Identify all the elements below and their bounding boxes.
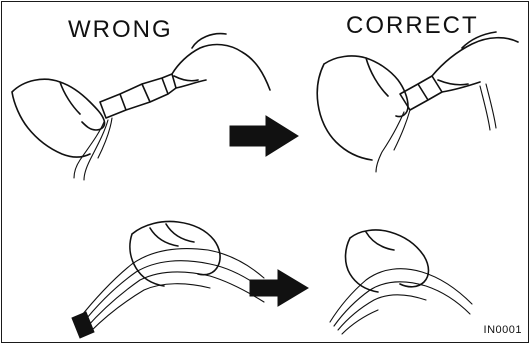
wrong-harness-scene: [72, 222, 264, 339]
connector-wrong: [100, 74, 176, 118]
right-hand-correct: [432, 32, 518, 92]
arrow-icon: [230, 116, 298, 156]
connector-correct: [400, 76, 442, 110]
correct-harness-scene: [330, 230, 472, 334]
figure-id: IN0001: [484, 324, 522, 336]
harness-end-wrong: [72, 312, 94, 338]
left-hand-correct: [317, 56, 408, 160]
wire-bundle-wrong: [78, 249, 264, 332]
wires-correct: [376, 84, 496, 172]
wire-bundle-correct: [330, 269, 472, 334]
illustration-art: [2, 2, 529, 343]
wires-wrong: [74, 118, 112, 180]
correct-connector-scene: [317, 32, 518, 172]
hand-harness-wrong: [130, 222, 220, 287]
right-hand-wrong: [172, 34, 270, 90]
wrong-connector-scene: [12, 34, 270, 180]
arrow-icon: [250, 270, 308, 306]
